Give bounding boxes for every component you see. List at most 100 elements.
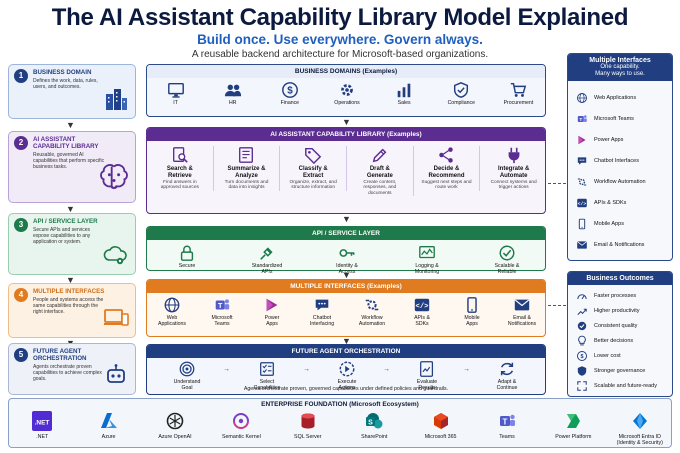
step-title: AI ASSISTANT CAPABILITY LIBRARY <box>33 136 99 151</box>
play-gear-icon <box>339 361 355 377</box>
panel-title: FUTURE AGENT ORCHESTRATION <box>147 345 545 358</box>
foundation-item: Semantic Kernel <box>208 411 274 440</box>
connector-line <box>548 183 566 184</box>
item-label: Evaluate Results <box>416 379 438 391</box>
arrow-right-icon: → <box>223 366 230 373</box>
item-label: Mobile Apps <box>464 315 480 327</box>
item-label: Scalable & Reliable <box>494 263 520 275</box>
down-arrow-icon: ▼ <box>66 275 75 285</box>
foundation-item: Azure OpenAI <box>142 411 208 440</box>
step-title: MULTIPLE INTERFACES <box>33 288 105 295</box>
step-number: 5 <box>14 348 28 362</box>
workflow-icon <box>365 299 379 311</box>
api-plug-icon <box>260 247 273 260</box>
step-agent-orchestration: 5 FUTURE AGENT ORCHESTRATION Agents orch… <box>8 343 136 395</box>
orchestration-step: Select Capabilities <box>227 360 307 392</box>
mobile-icon <box>467 297 477 313</box>
badge-check-icon <box>577 321 587 331</box>
panel-title: MULTIPLE INTERFACES (Examples) <box>147 280 545 293</box>
item-label: Sales <box>397 100 411 106</box>
svg-text:T: T <box>579 117 582 123</box>
domain-item: $Finance <box>261 81 318 107</box>
speed-icon <box>577 294 587 300</box>
step-description: Secure APIs and services expose capabili… <box>33 227 91 246</box>
item-label: Email & Notifications <box>507 315 537 327</box>
interface-item: </>APIs & SDKs <box>397 296 447 328</box>
orchestration-step: Understand Goal <box>147 360 227 392</box>
down-arrow-icon: ▼ <box>342 270 351 280</box>
powerapps-icon <box>266 298 278 312</box>
foundation-item: .NET.NET <box>9 411 75 440</box>
monitor-icon <box>167 82 184 98</box>
capability-desc: Find answers in approved sources <box>160 179 199 191</box>
step-description: Reusable, governed AI capabilities that … <box>33 152 105 171</box>
people-icon <box>224 84 241 97</box>
item-label: Select Capabilities <box>253 379 281 391</box>
foundation-label: Semantic Kernel <box>221 434 261 440</box>
foundation-item: Microsoft 365 <box>407 411 473 440</box>
api-feature: Scalable & Reliable <box>467 244 547 276</box>
list-item-label: Chatbot Interfaces <box>594 158 639 164</box>
item-label: Secure <box>178 263 196 269</box>
search-doc-icon <box>172 147 188 163</box>
coin-icon: $ <box>577 351 587 361</box>
item-label: Workflow Automation <box>358 315 386 327</box>
list-item: T Microsoft Teams <box>576 112 634 126</box>
check-circle-icon <box>499 245 515 261</box>
page-description: A reusable backend architecture for Micr… <box>191 49 489 60</box>
azure-icon <box>100 413 117 428</box>
teams-icon: T <box>215 299 230 310</box>
step-multiple-interfaces: 4 MULTIPLE INTERFACES People and systems… <box>8 283 136 338</box>
step-title: BUSINESS DOMAIN <box>33 69 92 76</box>
domain-item: Procurement <box>490 81 547 107</box>
code-icon: </> <box>577 198 587 208</box>
api-feature: Logging & Monitoring <box>387 244 467 276</box>
list-item-label: Web Applications <box>594 95 637 101</box>
capability-desc: Create content, responses, and documents <box>363 179 397 196</box>
item-label: Chatbot Interfacing <box>309 315 335 327</box>
foundation-label: Azure OpenAI <box>158 434 192 440</box>
step-description: Defines the work, data, rules, users, an… <box>33 78 98 91</box>
panel-title: AI ASSISTANT CAPABILITY LIBRARY (Example… <box>147 128 545 141</box>
right-interfaces-header: Multiple Interfaces One capability. Many… <box>568 54 672 82</box>
down-arrow-icon: ▼ <box>342 336 351 346</box>
svg-text:$: $ <box>287 86 293 97</box>
svg-text:$: $ <box>581 354 584 360</box>
list-item-label: Consistent quality <box>594 323 638 329</box>
mail-icon <box>514 299 530 311</box>
code-icon: </> <box>414 298 430 312</box>
capability-name: Summarize & Analyze <box>227 166 266 179</box>
item-label: Logging & Monitoring <box>414 263 440 275</box>
svg-text:S: S <box>368 419 373 426</box>
domain-item: IT <box>147 81 204 107</box>
down-arrow-icon: ▼ <box>66 204 75 214</box>
capability-desc: Connect systems and trigger actions <box>490 179 537 191</box>
interfaces-panel: MULTIPLE INTERFACES (Examples) Web Appli… <box>146 279 546 337</box>
list-item: Workflow Automation <box>576 175 646 189</box>
evaluate-icon <box>420 361 434 377</box>
foundation-item: Microsoft Entra ID (Identity & Security) <box>607 411 673 446</box>
step-number: 2 <box>14 136 28 150</box>
list-item-label: Microsoft Teams <box>594 116 634 122</box>
workflow-icon <box>577 178 587 186</box>
arrow-right-icon: → <box>463 366 470 373</box>
lock-icon <box>180 245 194 261</box>
net-icon: .NET <box>32 411 53 431</box>
list-item: Stronger governance <box>576 364 645 378</box>
down-arrow-icon: ▼ <box>66 120 75 130</box>
orchestration-step: Execute Actions <box>307 360 387 392</box>
mail-icon <box>577 241 587 249</box>
foundation-item: Azure <box>75 411 141 440</box>
svg-text:</>: </> <box>578 201 587 207</box>
interface-item: Mobile Apps <box>447 296 497 328</box>
list-item: Mobile Apps <box>576 217 624 231</box>
list-item-label: Better decisions <box>594 338 634 344</box>
step-number: 1 <box>14 69 28 83</box>
list-item-label: Workflow Automation <box>594 179 646 185</box>
domain-item: Operations <box>318 81 375 107</box>
domain-item: Compliance <box>433 81 490 107</box>
